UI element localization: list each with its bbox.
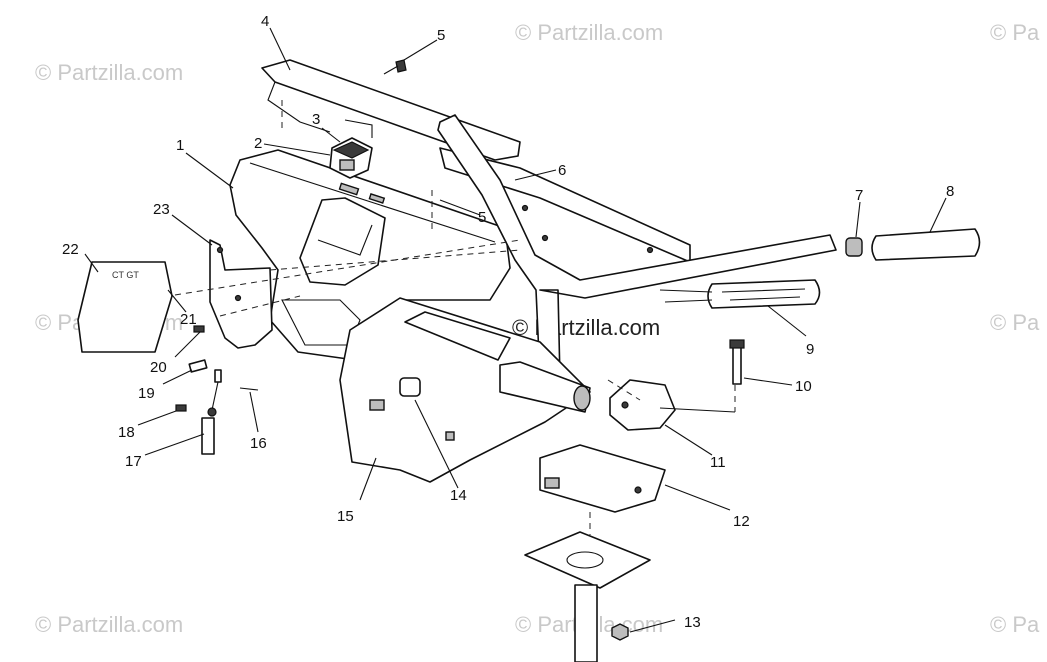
callout-1: 1: [176, 137, 184, 154]
part-2-switch: [329, 137, 373, 179]
part-1-headlight-pod: [229, 149, 511, 361]
part-9-throttle-grip: [659, 279, 821, 309]
leader-lines: [84, 27, 947, 633]
callout-21: 21: [180, 311, 197, 328]
callout-12: 12: [733, 513, 750, 530]
part-5-screw-top: [383, 59, 407, 75]
callout-22: 22: [62, 241, 79, 258]
watermark-top-left: © Partzilla.com: [35, 60, 183, 85]
watermark-bottom-right: © Pa: [990, 612, 1040, 637]
callout-23: 23: [153, 201, 170, 218]
part-10-bolt: [729, 339, 745, 385]
callout-14: 14: [450, 487, 467, 504]
steering-plate: [524, 531, 651, 662]
part-8-grip: [871, 228, 981, 261]
left-hardware-cluster: [175, 325, 259, 455]
callout-5-mid: 5: [478, 209, 486, 226]
callout-4: 4: [261, 13, 269, 30]
callout-16: 16: [250, 435, 267, 452]
callout-10: 10: [795, 378, 812, 395]
callout-17: 17: [125, 453, 142, 470]
callout-3: 3: [312, 111, 320, 128]
part-23-bracket: [209, 239, 273, 349]
callout-13: 13: [684, 614, 701, 631]
watermark-center: © Partzilla.com: [512, 315, 660, 340]
part-11-clamp: [609, 379, 676, 431]
assembly-lines: [174, 100, 736, 535]
watermark-top-center: © Partzilla.com: [515, 20, 663, 45]
callout-7: 7: [855, 187, 863, 204]
part-15-lower-fairing: [339, 297, 591, 483]
callout-8: 8: [946, 183, 954, 200]
plate-marking: CT GT: [112, 270, 139, 280]
watermark-bottom-left: © Partzilla.com: [35, 612, 183, 637]
callout-2: 2: [254, 135, 262, 152]
part-7-end-cap: [845, 237, 863, 257]
callout-9: 9: [806, 341, 814, 358]
part-14-grommet: [369, 377, 455, 441]
callout-labels: 1 2 3 4 5 5 6 7 8 9 10 11 12 13 14 15 16…: [62, 13, 954, 631]
callout-5-top: 5: [437, 27, 445, 44]
part-22-plate: CT GT: [77, 261, 173, 353]
callout-19: 19: [138, 385, 155, 402]
watermark-mid-right: © Pa: [990, 310, 1040, 335]
callout-11: 11: [710, 454, 726, 471]
callout-20: 20: [150, 359, 167, 376]
callout-18: 18: [118, 424, 135, 441]
part-12-lower-clamp: [539, 444, 666, 513]
part-13-nut: [611, 623, 629, 641]
callout-15: 15: [337, 508, 354, 525]
handlebar-tube: [437, 114, 837, 381]
watermark-top-right: © Pa: [990, 20, 1040, 45]
part-4-cover: [261, 59, 521, 161]
callout-6: 6: [558, 162, 566, 179]
